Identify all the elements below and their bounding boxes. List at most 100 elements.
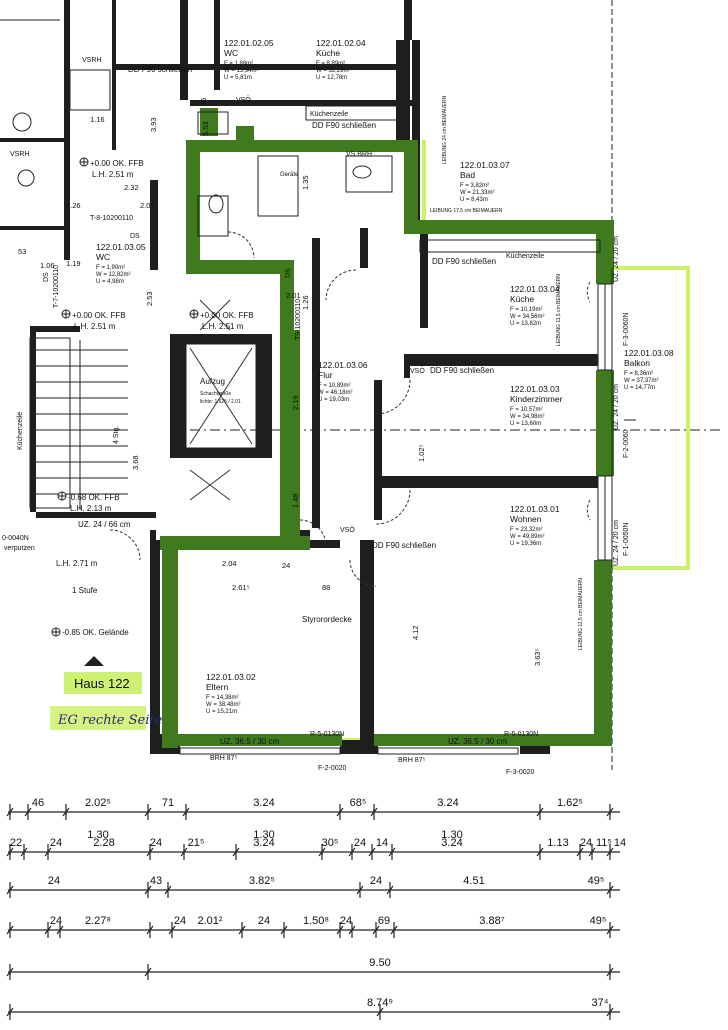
dimension-value: 3.82⁵ xyxy=(249,875,275,887)
room-u: U = 13,82m xyxy=(510,321,541,327)
label-stg: 4 Stg. xyxy=(113,426,120,444)
label-f2b: F-2-0060 xyxy=(623,429,630,458)
dimension-value: 8.74⁹ xyxy=(367,997,393,1009)
room-dimension: 2.19 xyxy=(291,395,300,410)
dimension-value: 24 xyxy=(258,915,270,927)
label-dd-f90-2: DD F90 schließen xyxy=(312,121,376,130)
dimension-value: 1.30 xyxy=(441,829,462,841)
room-w: W = 38,48m² xyxy=(206,702,241,708)
label-leibung-1: LEIBUNG 24 cm BEIMAUERN xyxy=(442,96,448,164)
label-r6: R-6-0130N xyxy=(504,731,538,738)
triangle-marker-icon xyxy=(84,656,104,666)
room-id: 122.01.03.07 xyxy=(460,160,510,170)
label-leibung-3: LEIBUNG 11,5 cm BEIMAUERN xyxy=(556,274,562,346)
dimension-value: 2.01² xyxy=(197,915,222,927)
room-u: U = 19,36m xyxy=(510,541,541,547)
room-dimension: 3.93 xyxy=(149,117,158,132)
label-vso-2: VSÖ xyxy=(410,367,425,375)
room-name: Eltern xyxy=(206,682,228,692)
room-name: WC xyxy=(224,48,238,58)
room-dimension: 1.48 xyxy=(291,493,300,508)
room-dimension: 53 xyxy=(18,247,26,256)
room-name: Balkon xyxy=(624,358,650,368)
label-uz-5: UZ. 24 / 20 cm xyxy=(613,384,620,430)
level-markers xyxy=(51,157,199,637)
dimension-value: 69 xyxy=(378,915,390,927)
room-f: F = 8,89m² xyxy=(316,61,345,67)
label-verputzen: verputzen xyxy=(4,545,35,552)
label-lh-3: L.H. 2.51 m xyxy=(202,322,244,331)
room-u: U = 14,77m xyxy=(624,385,655,391)
label-ffb-3: +0.00 OK. FFB xyxy=(200,311,254,320)
room-dimension: 2.53 xyxy=(145,291,154,306)
dimension-value: 71 xyxy=(162,797,174,809)
room-dimension: 2.04 xyxy=(222,559,237,568)
green-walls xyxy=(160,108,614,748)
dimension-value: 1.13 xyxy=(547,837,568,849)
annotations: DD F90 schließen DD F90 schließen DD F90… xyxy=(2,57,630,776)
dimension-value: 24 xyxy=(340,915,352,927)
label-r5: R-5-0130N xyxy=(310,731,344,738)
windows xyxy=(179,268,636,755)
label-schacht-dim: lichte: 1.625 / 2.01 xyxy=(200,399,241,405)
label-lh-1: L.H. 2.51 m xyxy=(92,170,134,179)
room-id: 122.01.02.04 xyxy=(316,38,366,48)
room-dimension: 3.68 xyxy=(131,455,140,470)
room-w: W = 13,94m² xyxy=(224,68,259,74)
label-vs-brh: VS BRH xyxy=(346,151,372,158)
label-kuechenzeile-left: Küchenzeile xyxy=(17,412,24,450)
door-swings xyxy=(109,231,591,587)
room-name: Küche xyxy=(316,48,340,58)
dimension-value: 1.30 xyxy=(87,829,108,841)
room-dimension: 2.61⁵ xyxy=(232,583,250,592)
dimension-value: 4.51 xyxy=(463,875,484,887)
dimension-value: 2.28 xyxy=(93,837,114,849)
haus-label: Haus 122 xyxy=(74,676,130,691)
dimension-value: 37⁴ xyxy=(592,997,609,1009)
dimension-value: 9.50 xyxy=(369,957,390,969)
dimension-value: 1.50⁸ xyxy=(303,915,329,927)
handwritten-note: EG rechte Seite xyxy=(57,713,163,728)
dimension-value: 2.27⁸ xyxy=(85,915,111,927)
dimension-value: 14 xyxy=(376,837,388,849)
room-f: F = 14,38m² xyxy=(206,695,239,701)
room-name: Bad xyxy=(460,170,475,180)
room-id: 122.01.03.08 xyxy=(624,348,674,358)
room-dimension: 2.32 xyxy=(124,183,139,192)
room-w: W = 21,33m² xyxy=(460,190,495,196)
label-leibung-4: LEIBUNG 11,5 cm BEIMAUERN xyxy=(578,578,584,650)
room-id: 122.01.03.02 xyxy=(206,672,256,682)
room-dimension: 2.01 xyxy=(286,291,301,300)
room-w: W = 12,82m² xyxy=(96,272,131,278)
room-id: 122.01.03.03 xyxy=(510,384,560,394)
room-u: U = 8,43m xyxy=(460,197,488,203)
room-w: W = 37,37m² xyxy=(624,378,659,384)
label-stufe: 1 Stufe xyxy=(72,586,98,595)
dimension-value: 3.88⁷ xyxy=(479,915,504,927)
label-t7: T-7-10200110 xyxy=(53,265,60,308)
room-u: U = 4,98m xyxy=(96,279,124,285)
room-w: W = 34,98m² xyxy=(510,414,545,420)
room-name: Flur xyxy=(318,370,333,380)
stairs xyxy=(29,337,128,510)
room-dimension: 4.12 xyxy=(411,625,420,640)
haus-marker: Haus 122 EG rechte Seite xyxy=(50,656,163,730)
room-f: F = 8,36m² xyxy=(624,371,653,377)
dimension-value: 30⁵ xyxy=(322,837,339,849)
room-dimension: 88 xyxy=(322,583,330,592)
room-id: 122.01.02.05 xyxy=(224,38,274,48)
dimension-value: 43 xyxy=(150,875,162,887)
dimension-value: 3.24 xyxy=(437,797,458,809)
room-name: Kinderzimmer xyxy=(510,394,563,404)
room-dimension: 86 xyxy=(199,98,208,106)
